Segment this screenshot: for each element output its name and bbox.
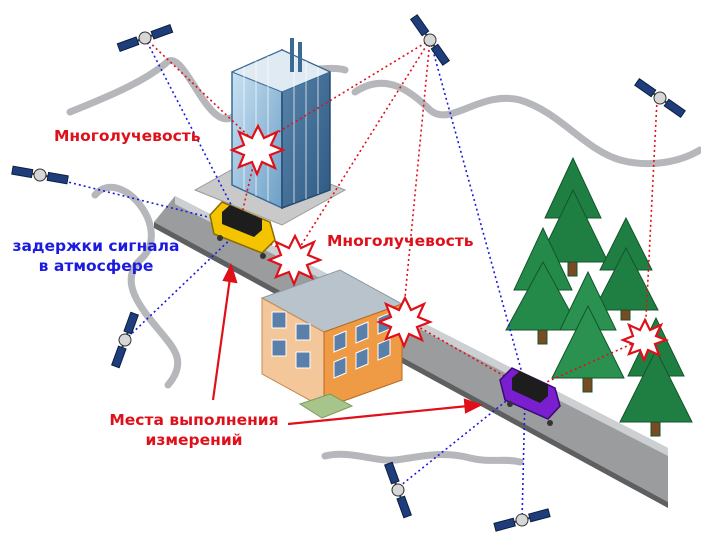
atmosphere-curve-right [351,79,701,168]
reflection-burst [229,123,286,177]
reflection-burst [620,317,670,363]
tree [593,216,659,321]
measurement-sites-label-line1: Места выполнения [109,411,278,429]
tree [505,226,581,345]
atmosphere-curve-bottom [321,450,524,466]
tree [551,270,625,393]
yellow-car [209,201,276,259]
satellite-icon [384,461,412,519]
satellite-icon [634,77,686,119]
multipath-label-mid: Многолучевость [327,232,474,250]
satellite-icon [116,24,174,52]
measure-arrows [211,263,483,426]
satellite-icon [493,508,551,532]
purple-car [499,367,561,426]
measurement-sites-label-line2: измерений [145,431,242,449]
atmosphere-curve-left [91,184,182,389]
multipath-label-top: Многолучевость [54,127,201,145]
signal-paths-blue [39,37,526,521]
reflection-burst [266,233,323,287]
forest [505,156,693,437]
satellite-icon [11,165,69,185]
atmosphere-delay-label-line1: задержки сигнала [13,237,180,255]
satellite-icon [409,14,451,66]
reflection-burst [376,295,433,349]
office-building [193,38,347,226]
atmosphere-delay-label-line2: в атмосфере [39,257,154,275]
satellite-icon [111,311,139,369]
tree [537,156,609,277]
apartment-building [260,269,404,419]
